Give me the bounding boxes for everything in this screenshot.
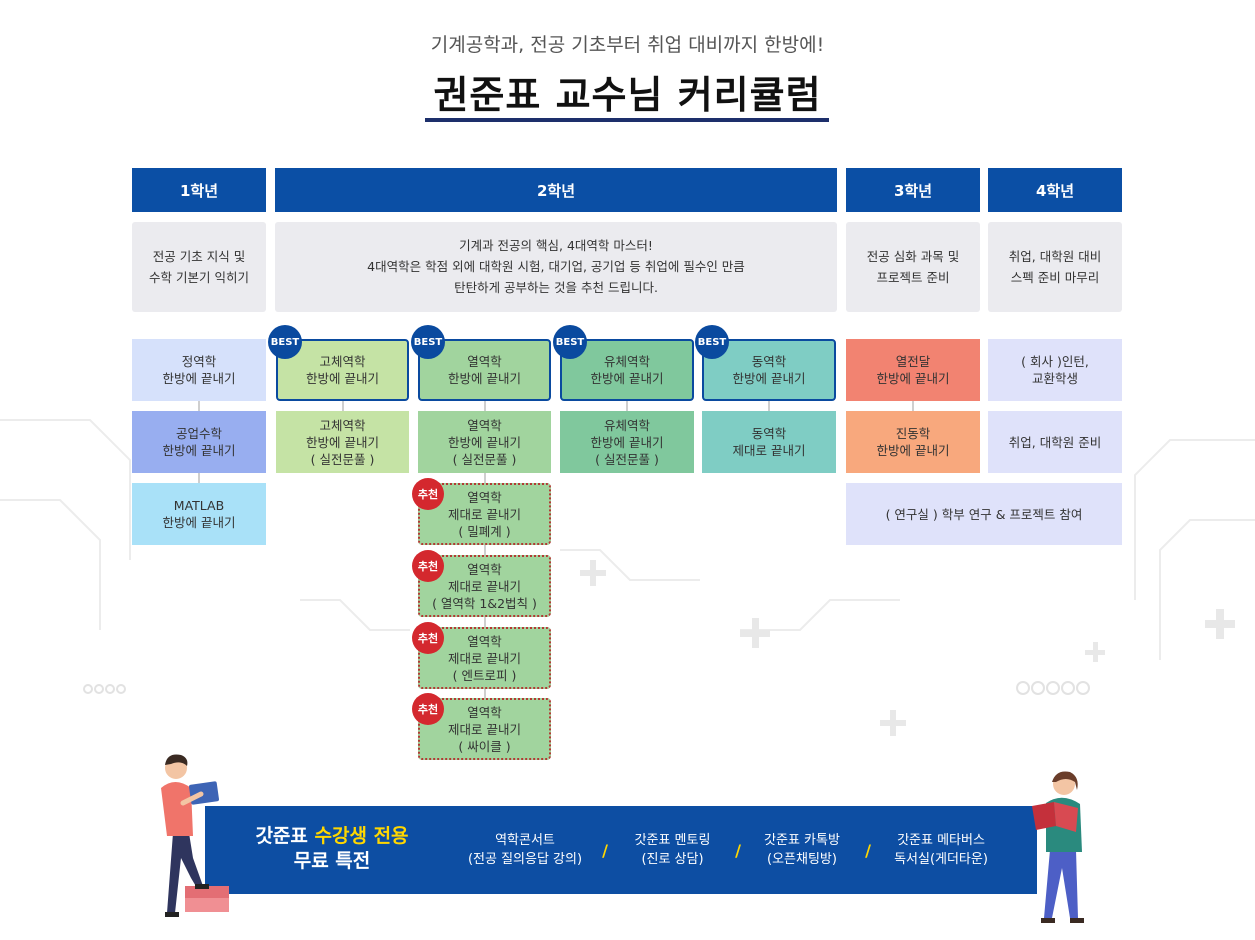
promo-item-metaverse: 갓준표 메타버스 독서실(게더타운) bbox=[872, 830, 1010, 870]
title-underline bbox=[425, 118, 829, 122]
best-badge: BEST bbox=[553, 325, 587, 359]
year-1-description: 전공 기초 지식 및 수학 기본기 익히기 bbox=[132, 222, 266, 312]
promo-title-part: 갓준표 bbox=[255, 825, 314, 847]
item-internship: ( 회사 )인턴, 교환학생 bbox=[988, 339, 1122, 401]
recommend-badge: 추천 bbox=[412, 478, 444, 510]
promo-item-concert: 역학콘서트 (전공 질의응답 강의) bbox=[450, 830, 600, 870]
year-4-description: 취업, 대학원 대비 스펙 준비 마무리 bbox=[988, 222, 1122, 312]
promo-item-mentoring: 갓준표 멘토링 (진로 상담) bbox=[610, 830, 735, 870]
best-badge: BEST bbox=[268, 325, 302, 359]
year-header-4: 4학년 bbox=[988, 168, 1122, 212]
best-badge: BEST bbox=[695, 325, 729, 359]
item-research-lab: ( 연구실 ) 학부 연구 & 프로젝트 참여 bbox=[846, 483, 1122, 545]
year-2-description-line-2: 4대역학은 학점 외에 대학원 시험, 대기업, 공기업 등 취업에 필수인 만… bbox=[275, 256, 837, 277]
recommend-badge: 추천 bbox=[412, 550, 444, 582]
course-matlab[interactable]: MATLAB 한방에 끝내기 bbox=[132, 483, 266, 545]
promo-title-line-1: 갓준표 수강생 전용 bbox=[232, 824, 432, 849]
course-engineering-math[interactable]: 공업수학 한방에 끝내기 bbox=[132, 411, 266, 473]
course-vibration[interactable]: 진동학 한방에 끝내기 bbox=[846, 411, 980, 473]
best-badge: BEST bbox=[411, 325, 445, 359]
year-2-description-line-3: 탄탄하게 공부하는 것을 추천 드립니다. bbox=[275, 277, 837, 298]
recommend-badge: 추천 bbox=[412, 693, 444, 725]
year-2-description: 기계과 전공의 핵심, 4대역학 마스터! 4대역학은 학점 외에 대학원 시험… bbox=[275, 222, 837, 312]
course-solid-mechanics-practice[interactable]: 고체역학 한방에 끝내기 ( 실전문풀 ) bbox=[276, 411, 409, 473]
course-fluid-mechanics-practice[interactable]: 유체역학 한방에 끝내기 ( 실전문풀 ) bbox=[560, 411, 694, 473]
student-reading-book-icon bbox=[1028, 768, 1108, 928]
year-header-2: 2학년 bbox=[275, 168, 837, 212]
promo-title-line-2: 무료 특전 bbox=[232, 849, 432, 874]
course-statics[interactable]: 정역학 한방에 끝내기 bbox=[132, 339, 266, 401]
year-header-1: 1학년 bbox=[132, 168, 266, 212]
promo-title: 갓준표 수강생 전용 무료 특전 bbox=[232, 824, 432, 874]
recommend-badge: 추천 bbox=[412, 622, 444, 654]
item-career-prep: 취업, 대학원 준비 bbox=[988, 411, 1122, 473]
student-with-tablet-icon bbox=[143, 748, 238, 923]
course-dynamics-advanced[interactable]: 동역학 제대로 끝내기 bbox=[702, 411, 836, 473]
year-2-description-line-1: 기계과 전공의 핵심, 4대역학 마스터! bbox=[275, 235, 837, 256]
page-title: 권준표 교수님 커리큘럼 bbox=[0, 64, 1255, 119]
course-heat-transfer[interactable]: 열전달 한방에 끝내기 bbox=[846, 339, 980, 401]
promo-item-kakao: 갓준표 카톡방 (오픈채팅방) bbox=[742, 830, 862, 870]
year-3-description: 전공 심화 과목 및 프로젝트 준비 bbox=[846, 222, 980, 312]
course-thermodynamics-practice[interactable]: 열역학 한방에 끝내기 ( 실전문풀 ) bbox=[418, 411, 551, 473]
promo-title-highlight: 수강생 전용 bbox=[315, 825, 409, 847]
year-header-3: 3학년 bbox=[846, 168, 980, 212]
page-subtitle: 기계공학과, 전공 기초부터 취업 대비까지 한방에! bbox=[0, 30, 1255, 57]
